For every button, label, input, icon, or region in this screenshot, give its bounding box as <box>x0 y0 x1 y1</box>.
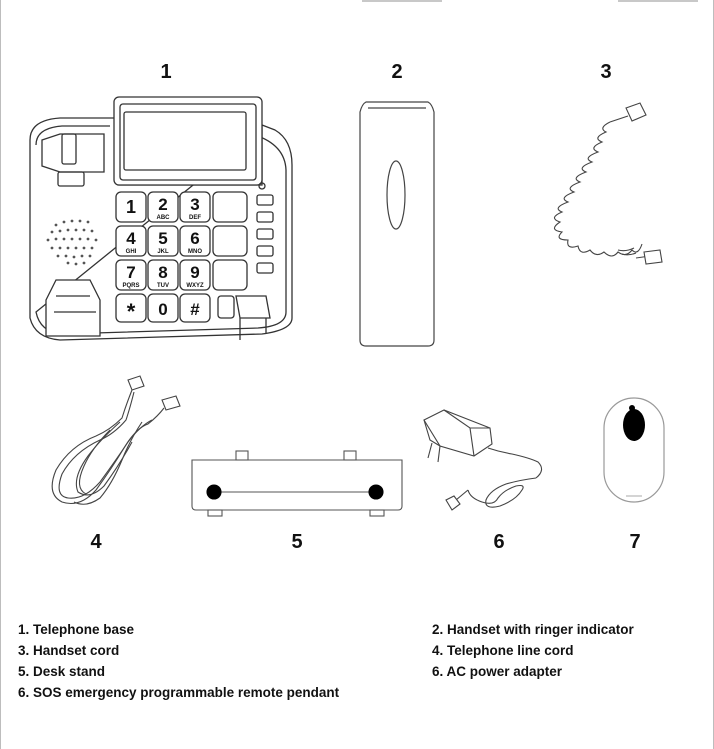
desk-stand-illustration <box>191 450 403 517</box>
key-star <box>115 293 147 323</box>
key-6 <box>179 225 211 257</box>
key-digit: 6 <box>190 229 199 248</box>
top-divider <box>618 0 698 2</box>
key-4 <box>115 225 147 257</box>
caption-sos-pendant: 6. SOS emergency programmable remote pen… <box>18 685 340 700</box>
key-letters: TUV <box>157 283 169 289</box>
caption-ac-adapter: 6. AC power adapter <box>432 664 563 679</box>
key-1 <box>115 191 147 223</box>
key-2 <box>147 191 179 223</box>
key-digit: 7 <box>126 263 135 282</box>
key-letters: GHI <box>126 249 137 255</box>
key-letters: PQRS <box>122 283 139 289</box>
item-number-5: 5 <box>291 531 303 553</box>
item-number-1: 1 <box>160 61 172 83</box>
handset-cord-illustration <box>553 102 663 265</box>
caption-line-cord: 4. Telephone line cord <box>432 643 574 658</box>
item-number-4: 4 <box>90 531 102 553</box>
key-letters: JKL <box>157 249 169 255</box>
key-digit: 5 <box>158 229 167 248</box>
caption-handset-cord: 3. Handset cord <box>18 643 120 658</box>
ac-adapter-illustration <box>423 409 543 511</box>
keypad <box>115 191 211 323</box>
key-letters: DEF <box>189 215 201 221</box>
key-letters: WXYZ <box>186 283 204 289</box>
key-digit: 9 <box>190 263 199 282</box>
key-digit: * <box>127 299 136 324</box>
handset-illustration <box>359 101 435 347</box>
item-number-7: 7 <box>629 531 641 553</box>
key-7 <box>115 259 147 291</box>
key-digit: 4 <box>126 229 136 248</box>
key-9 <box>179 259 211 291</box>
caption-telephone-base: 1. Telephone base <box>18 622 135 637</box>
key-letters: ABC <box>157 215 171 221</box>
key-digit: # <box>190 300 200 319</box>
key-digit: 0 <box>158 300 167 319</box>
key-5 <box>147 225 179 257</box>
item-number-6: 6 <box>493 531 505 553</box>
caption-handset: 2. Handset with ringer indicator <box>432 622 634 637</box>
key-letters: MNO <box>188 249 202 255</box>
sos-pendant-illustration <box>603 397 665 503</box>
key-digit: 8 <box>158 263 167 282</box>
key-8 <box>147 259 179 291</box>
frame-border-left <box>0 0 1 749</box>
key-hash <box>179 293 211 323</box>
line-cord-illustration <box>51 375 181 505</box>
ringer-indicator <box>386 160 406 230</box>
key-digit: 3 <box>190 195 199 214</box>
top-divider <box>362 0 442 2</box>
caption-desk-stand: 5. Desk stand <box>18 664 106 679</box>
key-digit: 1 <box>126 197 136 217</box>
key-digit: 2 <box>158 195 167 214</box>
key-0 <box>147 293 179 323</box>
key-3 <box>179 191 211 223</box>
item-number-3: 3 <box>600 61 612 83</box>
item-number-2: 2 <box>391 61 403 83</box>
